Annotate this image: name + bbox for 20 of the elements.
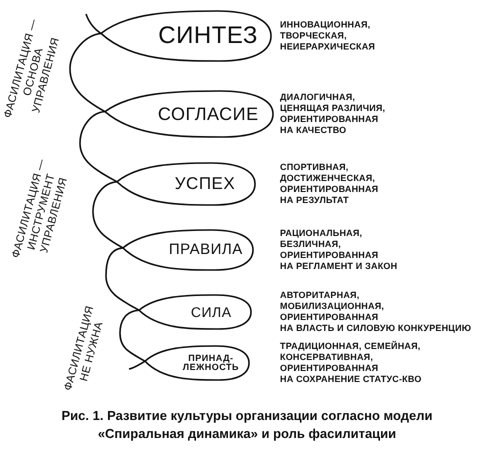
stage-name: СОГЛАСИЕ [158, 104, 259, 124]
figure-caption: Рис. 1. Развитие культуры организации согласно модели «Спиральная динамика» и роль фасилитации [60, 407, 434, 443]
spiral-line [105, 247, 140, 311]
stage-description: СПОРТИВНАЯ, ДОСТИЖЕНЧЕСКАЯ, ОРИЕНТИРОВАННАЯ НА РЕЗУЛЬТАТ [280, 162, 378, 206]
stage-name: СИНТЕЗ [158, 23, 258, 49]
spiral-line [128, 360, 146, 370]
spiral-line [85, 14, 102, 34]
stage-description: ИННОВАЦИОННАЯ, ТВОРЧЕСКАЯ, НЕИЕРАРХИЧЕСКАЯ [280, 20, 376, 52]
stage-description: ДИАЛОГИЧНАЯ, ЦЕНЯЩАЯ РАЗЛИЧИЯ, ОРИЕНТИРОВАННАЯ НА КАЧЕСТВО [280, 92, 386, 136]
stage-name: ПРАВИЛА [168, 242, 243, 258]
stage-name: ПРИНАД-ЛЕЖНОСТЬ [182, 354, 240, 372]
spiral-line [92, 181, 124, 249]
spiral-line [69, 32, 106, 112]
spiral-line [79, 110, 118, 182]
stage-name: УСПЕХ [174, 175, 236, 193]
spiral-line [119, 309, 146, 362]
stage-name: СИЛА [190, 304, 232, 320]
stage-description: АВТОРИТАРНАЯ, МОБИЛИЗАЦИОННАЯ, ОРИЕНТИРОВАННАЯ НА ВЛАСТЬ И СИЛОВУЮ КОНКУРЕНЦИЮ [280, 290, 472, 334]
stage-description: РАЦИОНАЛЬНАЯ, БЕЗЛИЧНАЯ, ОРИЕНТИРОВАННАЯ НА РЕГЛАМЕНТ И ЗАКОН [280, 228, 398, 272]
stage-description: ТРАДИЦИОННАЯ, СЕМЕЙНАЯ, КОНСЕРВАТИВНАЯ, ОРИЕНТИРОВАННАЯ НА СОХРАНЕНИЕ СТАТУС-КВО [280, 341, 422, 385]
